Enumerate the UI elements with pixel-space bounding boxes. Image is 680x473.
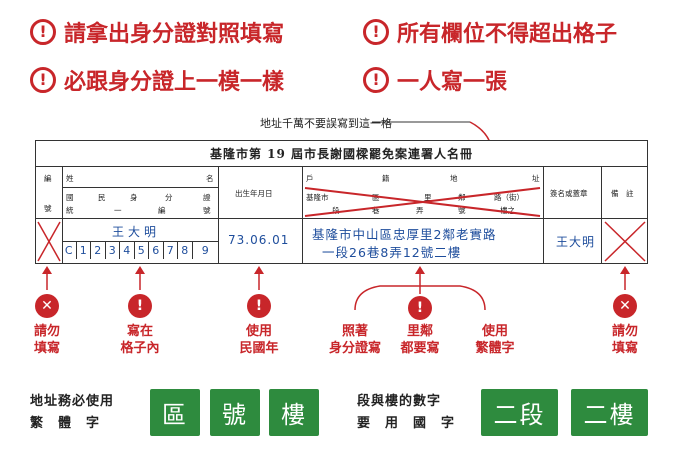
rule-text: 請拿出身分證對照填寫 bbox=[64, 22, 285, 47]
exclamation-icon: ! bbox=[247, 294, 271, 318]
no-fill-icon: ✕ bbox=[35, 294, 59, 318]
exclamation-icon: ! bbox=[30, 19, 56, 45]
tile-number: 號 bbox=[210, 389, 260, 436]
header-id-1: 國 bbox=[66, 193, 74, 202]
exclamation-icon: ! bbox=[128, 294, 152, 318]
tile-district: 區 bbox=[150, 389, 200, 436]
entry-birth: 73.06.01 bbox=[228, 233, 290, 247]
header-addr-r2-3: 弄 bbox=[416, 206, 424, 215]
rule-text: 必跟身分證上一模一樣 bbox=[64, 70, 285, 95]
header-id-3: 身 bbox=[130, 193, 138, 202]
note-no-fill-right: 請勿填寫 bbox=[611, 324, 638, 356]
header-name-right: 名 bbox=[206, 174, 214, 183]
id-char-0: C bbox=[62, 241, 77, 259]
entry-signature: 王大明 bbox=[556, 235, 596, 249]
exclamation-icon: ! bbox=[30, 67, 56, 93]
note-li-lin-required: 里鄰都要寫 bbox=[400, 324, 440, 356]
rule-1: ! 請拿出身分證對照填寫 bbox=[30, 16, 284, 48]
header-id-9: 號 bbox=[203, 206, 211, 215]
id-char-9: 9 bbox=[201, 243, 209, 257]
no-fill-icon: ✕ bbox=[613, 294, 637, 318]
note-write-in-boxes: 寫在格子內 bbox=[120, 324, 160, 356]
rule-3: ! 必跟身分證上一模一樣 bbox=[30, 64, 284, 96]
header-addr-left: 戶 bbox=[306, 174, 314, 183]
tile-second-floor: 二樓 bbox=[571, 389, 648, 436]
traditional-chars-label: 地址務必使用 繁 體 字 bbox=[30, 394, 115, 431]
note-traditional-chars: 使用繁體字 bbox=[475, 324, 515, 356]
recall-petition-form: 基隆市第 19 屆市長謝國樑罷免案連署人名冊 bbox=[35, 140, 648, 264]
note-no-fill-left: 請勿填寫 bbox=[33, 324, 60, 356]
header-signature: 簽名或蓋章 bbox=[550, 189, 588, 198]
header-addr-mid1: 籍 bbox=[382, 174, 390, 183]
id-char-3: 3 bbox=[106, 241, 120, 259]
id-char-4: 4 bbox=[120, 241, 135, 259]
entry-address-line2: 一段26巷8弄12號二樓 bbox=[322, 245, 462, 260]
id-char-8: 8 bbox=[178, 241, 193, 259]
header-id-2: 民 bbox=[98, 193, 106, 202]
exclamation-icon: ! bbox=[363, 19, 389, 45]
exclamation-icon: ! bbox=[363, 67, 389, 93]
note-roc-year: 使用民國年 bbox=[239, 324, 279, 356]
chinese-numerals-label: 段與樓的數字 要 用 國 字 bbox=[357, 394, 456, 431]
id-char-1: 1 bbox=[77, 241, 91, 259]
rule-2: ! 所有欄位不得超出格子 bbox=[363, 16, 617, 48]
header-addr-right: 址 bbox=[532, 174, 540, 183]
header-id-8: 編 bbox=[158, 206, 166, 215]
header-addr-r1-5: 路（街） bbox=[494, 193, 524, 202]
header-addr-r2-2: 巷 bbox=[372, 206, 380, 215]
header-number-top: 編 bbox=[44, 174, 52, 183]
tile-section: 二段 bbox=[481, 389, 558, 436]
header-addr-r2-5: 樓之 bbox=[500, 206, 515, 215]
address-warning-callout: 地址千萬不要誤寫到這一格 bbox=[260, 117, 392, 130]
note-follow-id-card: 照著身分證寫 bbox=[328, 324, 381, 356]
header-addr-r1-1: 基隆市 bbox=[306, 193, 329, 202]
tile-floor: 樓 bbox=[269, 389, 319, 436]
entry-name: 王大明 bbox=[112, 225, 161, 239]
header-birth: 出生年月日 bbox=[235, 189, 273, 198]
header-remarks: 備 註 bbox=[611, 189, 634, 198]
rule-text: 所有欄位不得超出格子 bbox=[397, 22, 618, 47]
exclamation-icon: ! bbox=[408, 296, 432, 320]
header-id-5: 證 bbox=[203, 193, 211, 202]
header-addr-r1-2: 區 bbox=[372, 193, 380, 202]
header-number-bottom: 號 bbox=[44, 204, 52, 213]
header-id-6: 統 bbox=[66, 206, 74, 215]
header-addr-r1-3: 里 bbox=[424, 193, 432, 202]
header-addr-r2-1: 段 bbox=[332, 206, 340, 215]
id-char-7: 7 bbox=[164, 241, 178, 259]
header-id-7: 一 bbox=[114, 206, 122, 215]
entry-address-line1: 基隆市中山區忠厚里2鄰老實路 bbox=[312, 227, 497, 242]
header-id-4: 分 bbox=[165, 193, 173, 202]
rule-4: ! 一人寫一張 bbox=[363, 64, 507, 96]
header-addr-r2-4: 號 bbox=[458, 206, 466, 215]
id-char-5: 5 bbox=[135, 241, 149, 259]
rule-text: 一人寫一張 bbox=[397, 70, 508, 95]
header-name-left: 姓 bbox=[66, 174, 74, 183]
id-char-6: 6 bbox=[149, 241, 164, 259]
header-addr-mid2: 地 bbox=[450, 174, 458, 183]
id-char-2: 2 bbox=[91, 241, 106, 259]
form-title: 基隆市第 19 屆市長謝國樑罷免案連署人名冊 bbox=[36, 141, 647, 167]
